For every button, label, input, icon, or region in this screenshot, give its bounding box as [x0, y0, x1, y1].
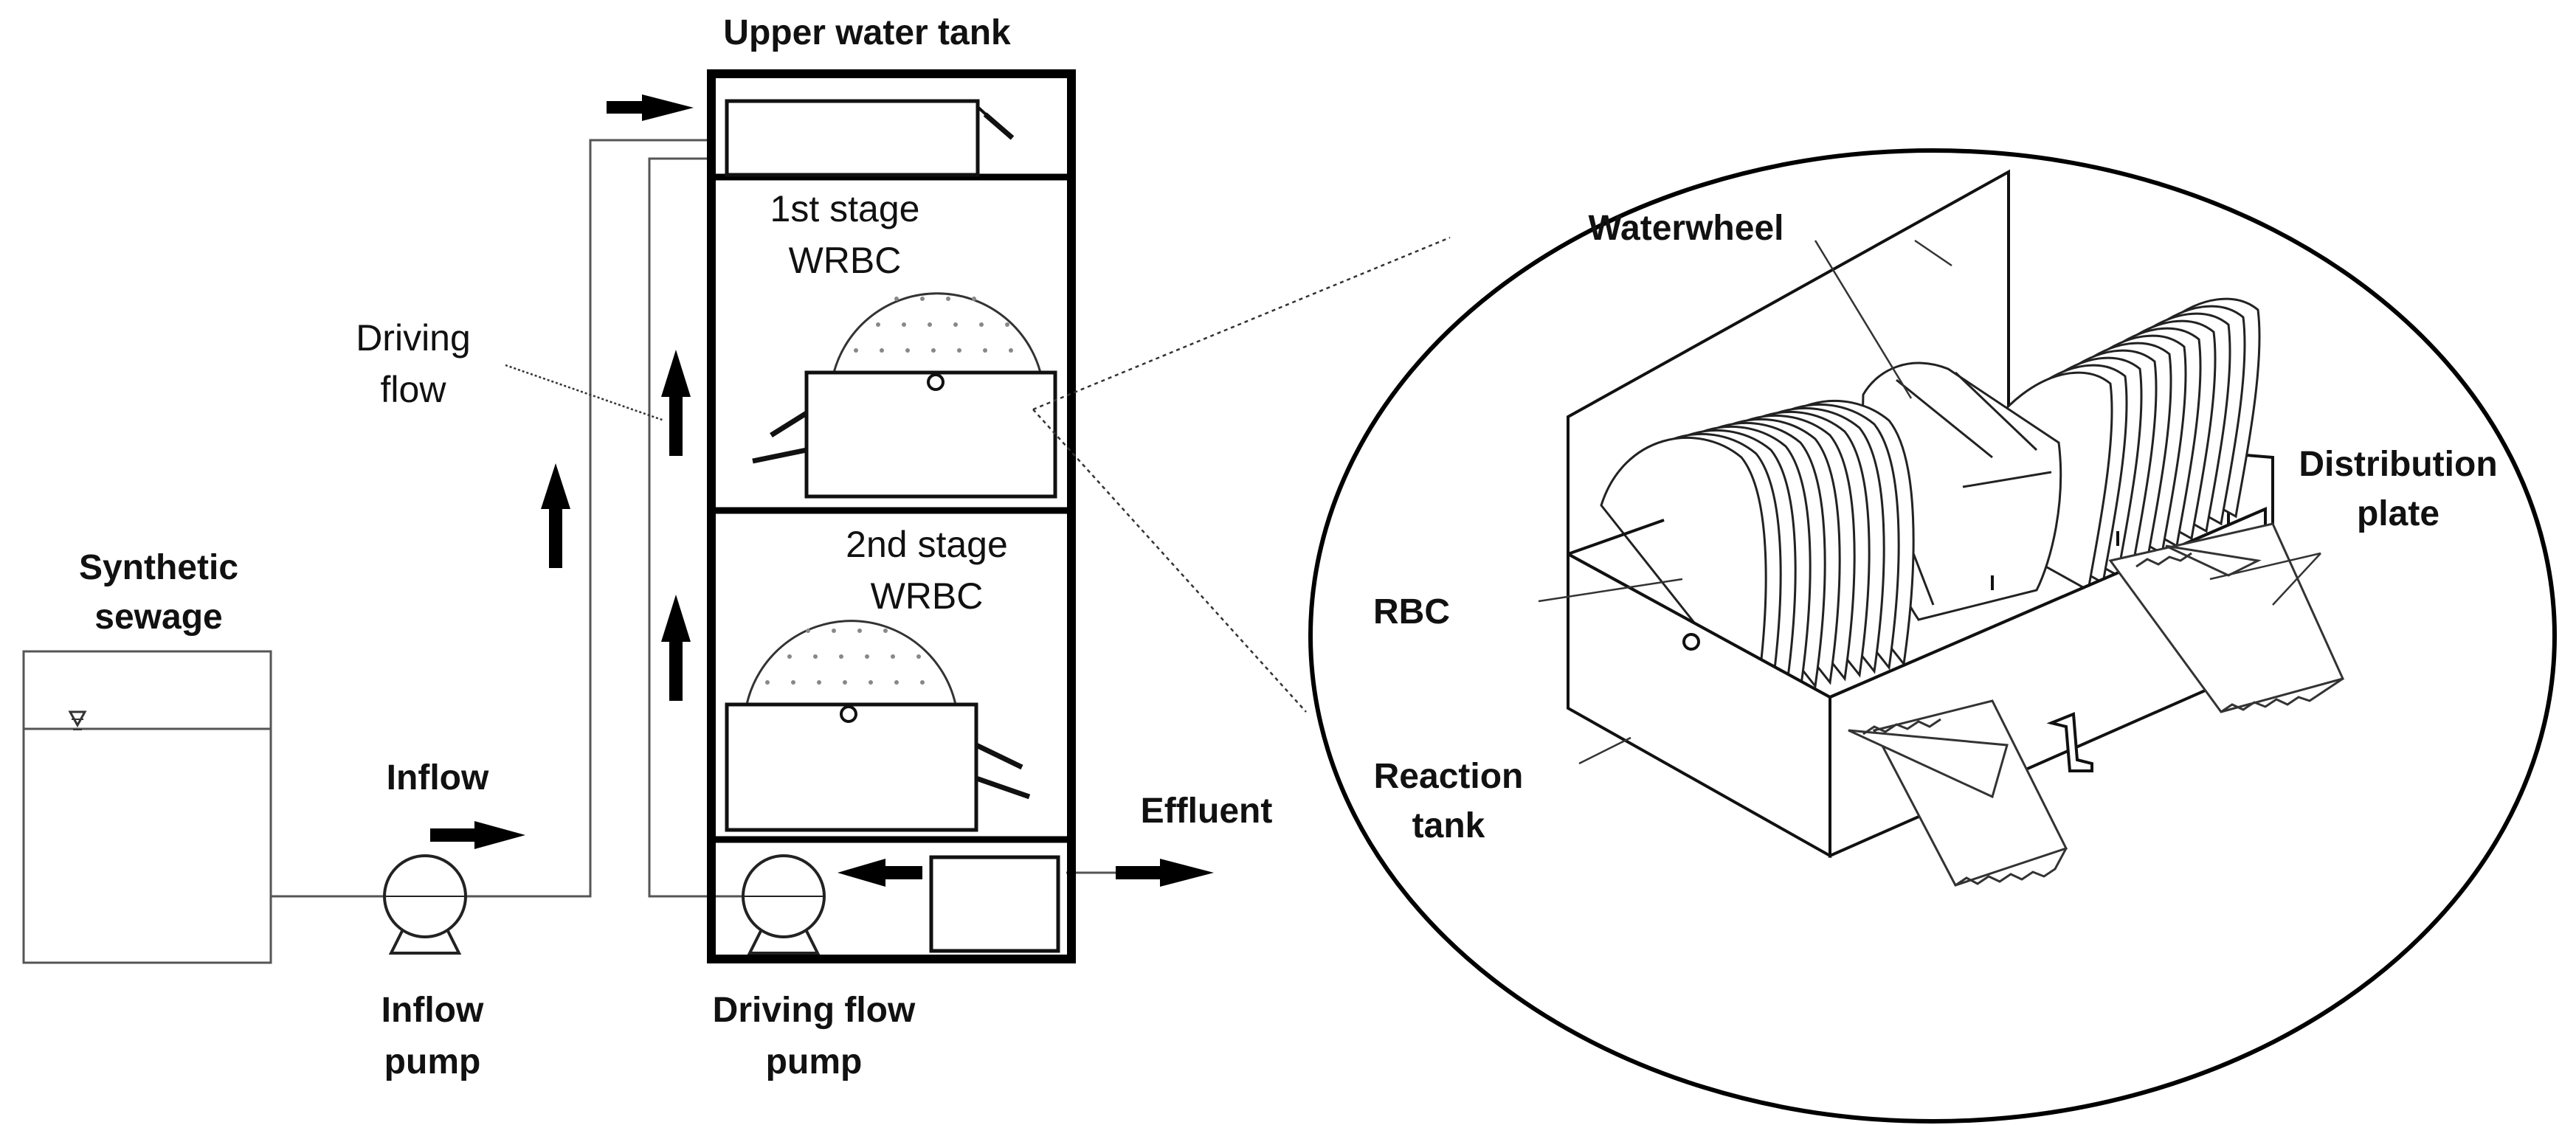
arrow-effluent — [1116, 859, 1214, 887]
driving-flow-pipe — [648, 157, 744, 898]
label-driving-flow-pump-line1: Driving flow — [713, 991, 916, 1030]
label-upper-water-tank: Upper water tank — [723, 13, 1011, 52]
label-distribution-plate-line2: plate — [2357, 494, 2439, 533]
synthetic-sewage-tank — [22, 650, 272, 964]
wrbc-detail — [1538, 169, 2345, 887]
driving-flow-pump — [742, 854, 826, 955]
distribution-plates — [1848, 522, 2345, 887]
label-stage2-line2: WRBC — [871, 575, 984, 617]
flow-arrows — [430, 94, 1214, 887]
label-stage2-line1: 2nd stage — [846, 524, 1008, 565]
label-inflow-pump-line2: pump — [384, 1042, 481, 1081]
driving-flow-leader — [505, 364, 665, 422]
label-inflow-pump-line1: Inflow — [381, 991, 484, 1030]
rbc-disks-left — [1600, 399, 1915, 704]
upper-water-tank — [725, 99, 1015, 177]
first-stage-wrbc — [752, 292, 1057, 499]
label-effluent: Effluent — [1141, 792, 1273, 831]
label-synthetic-sewage-line1: Synthetic — [79, 548, 238, 587]
label-reaction-tank-line1: Reaction — [1374, 757, 1524, 796]
label-driving-flow-pump-line2: pump — [766, 1042, 863, 1081]
arrow-up-2 — [661, 350, 691, 456]
label-inflow: Inflow — [387, 758, 489, 797]
label-stage1-line1: 1st stage — [770, 188, 920, 229]
arrow-up-1 — [541, 463, 570, 568]
label-synthetic-sewage-line2: sewage — [94, 598, 222, 637]
second-stage-wrbc — [725, 620, 1031, 832]
label-distribution-plate-line1: Distribution — [2299, 445, 2497, 484]
label-driving-flow-line2: flow — [381, 369, 447, 410]
inflow-pump — [383, 854, 467, 955]
inflow-pipe — [271, 139, 707, 898]
label-rbc: RBC — [1373, 592, 1450, 631]
label-driving-flow-line1: Driving — [356, 317, 471, 359]
label-stage1-line2: WRBC — [789, 240, 902, 281]
label-reaction-tank-line2: tank — [1412, 806, 1485, 845]
zoom-lines — [1032, 236, 1451, 713]
bottom-tank — [929, 855, 1060, 953]
arrow-bottom-left — [838, 859, 922, 887]
reactor-column — [707, 69, 1076, 963]
arrow-up-3 — [661, 595, 691, 701]
label-waterwheel: Waterwheel — [1589, 209, 1784, 248]
arrow-top-right — [607, 94, 694, 121]
arrow-inflow — [430, 821, 525, 849]
